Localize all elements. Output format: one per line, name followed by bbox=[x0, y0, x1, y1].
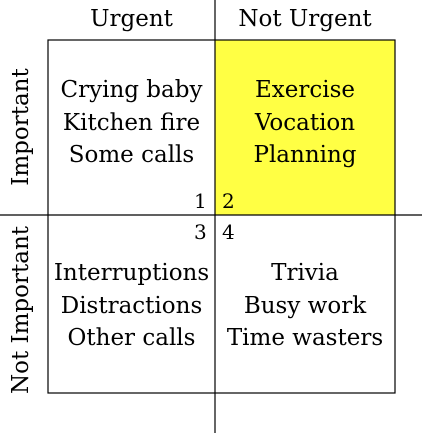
quadrant-1-items: Crying baby Kitchen fire Some calls bbox=[48, 74, 215, 172]
quadrant-3-items: Interruptions Distractions Other calls bbox=[48, 257, 215, 355]
list-item: Trivia bbox=[271, 260, 339, 286]
quadrant-2-highlight bbox=[215, 40, 395, 215]
column-header-urgent: Urgent bbox=[90, 6, 173, 32]
list-item: Planning bbox=[253, 142, 357, 168]
list-item: Crying baby bbox=[60, 77, 203, 103]
quadrant-4-items: Trivia Busy work Time wasters bbox=[215, 257, 395, 355]
list-item: Busy work bbox=[243, 292, 367, 319]
quadrant-1-number: 1 bbox=[194, 189, 207, 213]
list-item: Vocation bbox=[254, 109, 356, 136]
row-header-important: Important bbox=[8, 68, 34, 186]
list-item: Interruptions bbox=[53, 260, 210, 286]
quadrant-3-number: 3 bbox=[194, 220, 207, 244]
list-item: Kitchen fire bbox=[62, 109, 201, 136]
list-item: Time wasters bbox=[226, 325, 384, 351]
list-item: Some calls bbox=[68, 142, 195, 168]
list-item: Exercise bbox=[254, 77, 356, 103]
matrix-border bbox=[47, 39, 396, 394]
quadrant-2-items: Exercise Vocation Planning bbox=[215, 74, 395, 172]
list-item: Other calls bbox=[67, 325, 196, 351]
list-item: Distractions bbox=[60, 292, 203, 319]
column-header-not-urgent: Not Urgent bbox=[238, 6, 372, 32]
row-header-not-important: Not Important bbox=[8, 226, 34, 394]
quadrant-4-number: 4 bbox=[222, 220, 235, 244]
quadrant-2-number: 2 bbox=[222, 189, 235, 213]
